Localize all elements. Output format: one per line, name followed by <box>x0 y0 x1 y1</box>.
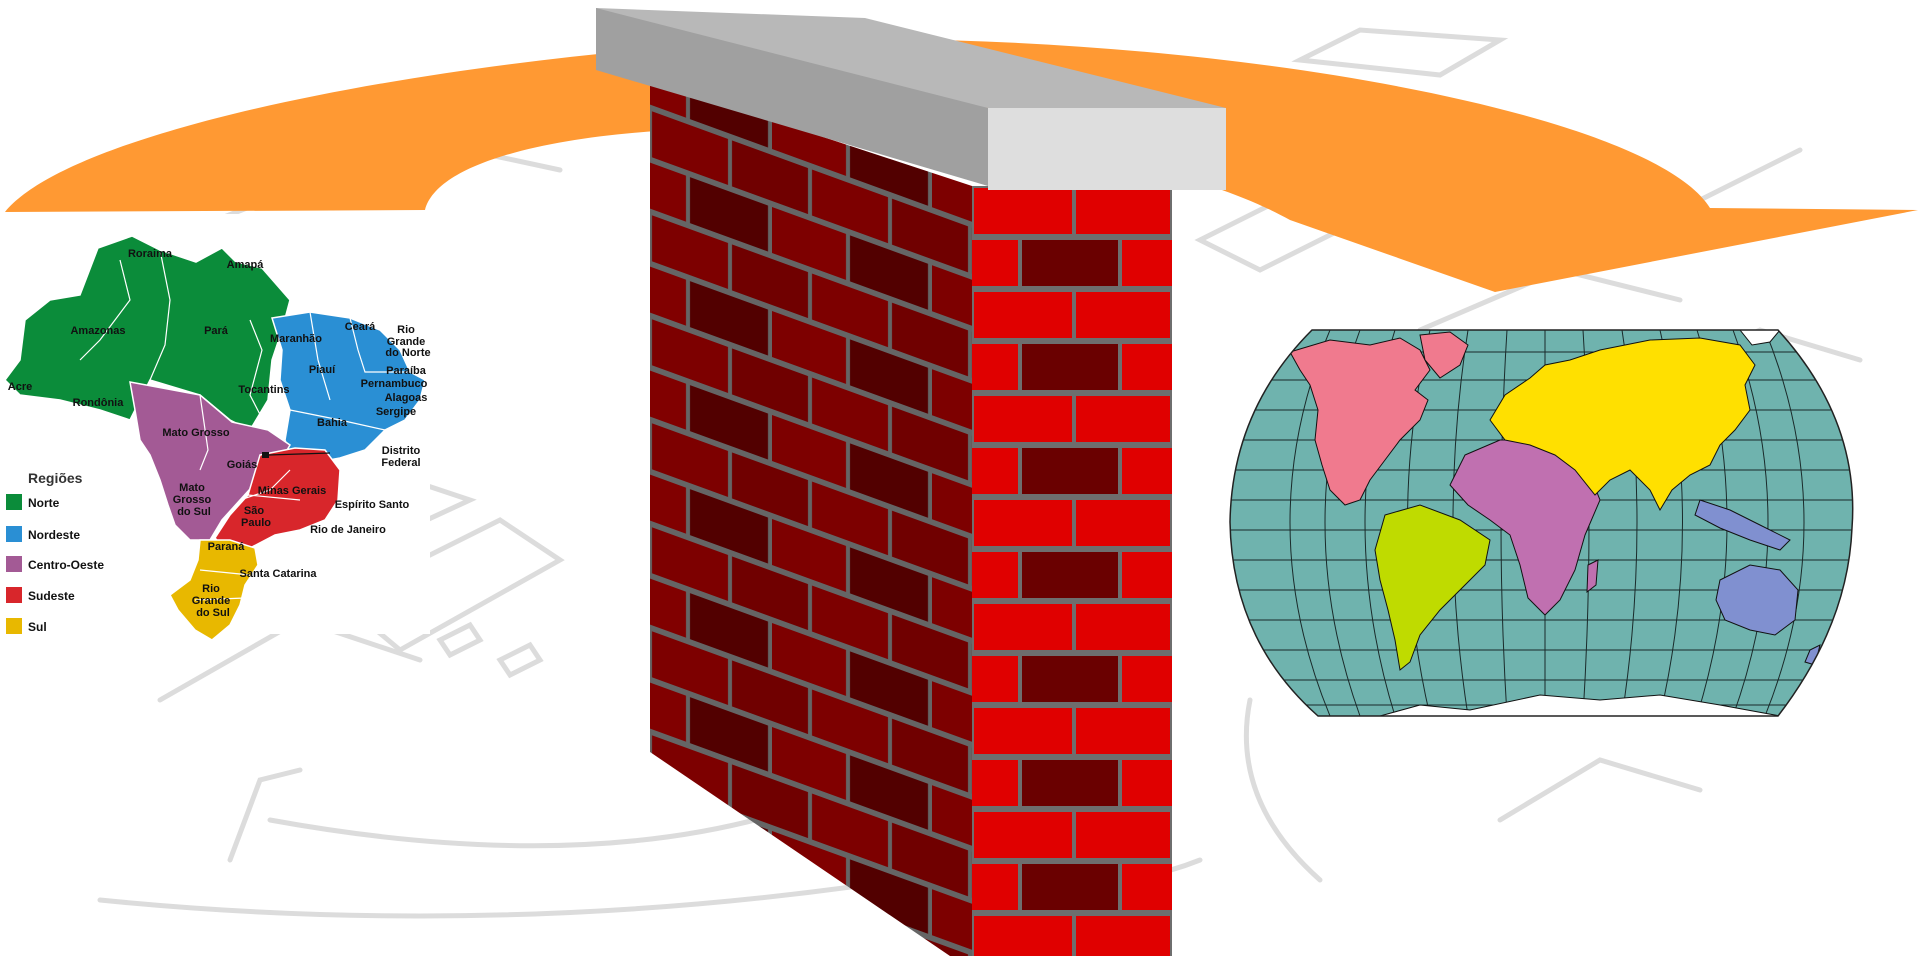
label-espirito-santo: Espírito Santo <box>335 499 410 511</box>
continent-antarctica <box>1379 694 1781 716</box>
label-mato-grosso: Mato Grosso <box>162 427 230 439</box>
continent-southeast-asia <box>1694 499 1791 551</box>
legend-title: Regiões <box>28 470 83 486</box>
wall-front-face <box>972 186 1172 956</box>
label-tocantins: Tocantins <box>238 384 289 396</box>
legend-swatch-centro-oeste <box>6 556 22 572</box>
label-sp-line1: São <box>244 505 264 517</box>
label-rs-line2: Grande <box>192 595 231 607</box>
label-santa-catarina: Santa Catarina <box>239 568 317 580</box>
region-centro-oeste <box>129 381 292 541</box>
label-amapa: Amapá <box>227 259 265 271</box>
wall-cap-front <box>988 108 1226 190</box>
legend-label-sudeste: Sudeste <box>28 589 75 603</box>
label-roraima: Roraima <box>128 248 173 260</box>
continent-north-america <box>1289 337 1431 506</box>
label-df-line2: Federal <box>381 457 420 469</box>
label-paraiba: Paraíba <box>386 365 427 377</box>
legend-swatch-sul <box>6 618 22 634</box>
label-ms-line1: Mato <box>179 482 205 494</box>
label-para: Pará <box>204 325 229 337</box>
label-piaui: Piauí <box>309 364 336 376</box>
legend-label-sul: Sul <box>28 620 47 634</box>
legend-swatch-norte <box>6 494 22 510</box>
legend-label-norte: Norte <box>28 496 60 510</box>
legend-swatch-nordeste <box>6 526 22 542</box>
wall-side-face <box>650 80 972 956</box>
label-maranhao: Maranhão <box>270 333 322 345</box>
label-ms-line3: do Sul <box>177 506 211 518</box>
label-df-line1: Distrito <box>382 445 421 457</box>
label-ceara: Ceará <box>345 321 376 333</box>
label-pernambuco: Pernambuco <box>361 378 428 390</box>
legend-swatch-sudeste <box>6 587 22 603</box>
continent-australia <box>1715 564 1799 636</box>
label-goias: Goiás <box>227 459 258 471</box>
continent-south-america <box>1374 504 1491 671</box>
label-rs-line1: Rio <box>202 583 220 595</box>
continent-greenland <box>1419 331 1469 379</box>
label-rs-line3: do Sul <box>196 607 230 619</box>
label-rn-line1: Rio <box>397 324 415 336</box>
label-sp-line2: Paulo <box>241 517 271 529</box>
label-minas-gerais: Minas Gerais <box>258 485 326 497</box>
wall-cap-side <box>596 8 988 186</box>
continent-madagascar <box>1586 559 1599 594</box>
label-alagoas: Alagoas <box>385 392 428 404</box>
arrow-shape <box>5 39 1918 293</box>
region-sul <box>169 539 259 641</box>
label-rondonia: Rondônia <box>73 397 125 409</box>
arctic-ice <box>1738 330 1782 346</box>
continent-eurasia <box>1489 337 1756 512</box>
map-legend: Regiões Norte Nordeste Centro-Oeste Sude… <box>6 470 104 634</box>
label-bahia: Bahia <box>317 417 348 429</box>
label-rn-line2: Grande <box>387 336 426 348</box>
label-parana: Paraná <box>208 541 246 553</box>
label-rn-line3: do Norte <box>385 347 430 359</box>
label-ms-line2: Grosso <box>173 494 212 506</box>
legend-label-centro-oeste: Centro-Oeste <box>28 558 104 572</box>
label-acre: Acre <box>8 381 32 393</box>
label-sergipe: Sergipe <box>376 406 416 418</box>
legend-label-nordeste: Nordeste <box>28 528 80 542</box>
label-amazonas: Amazonas <box>70 325 125 337</box>
label-rio-de-janeiro: Rio de Janeiro <box>310 524 386 536</box>
